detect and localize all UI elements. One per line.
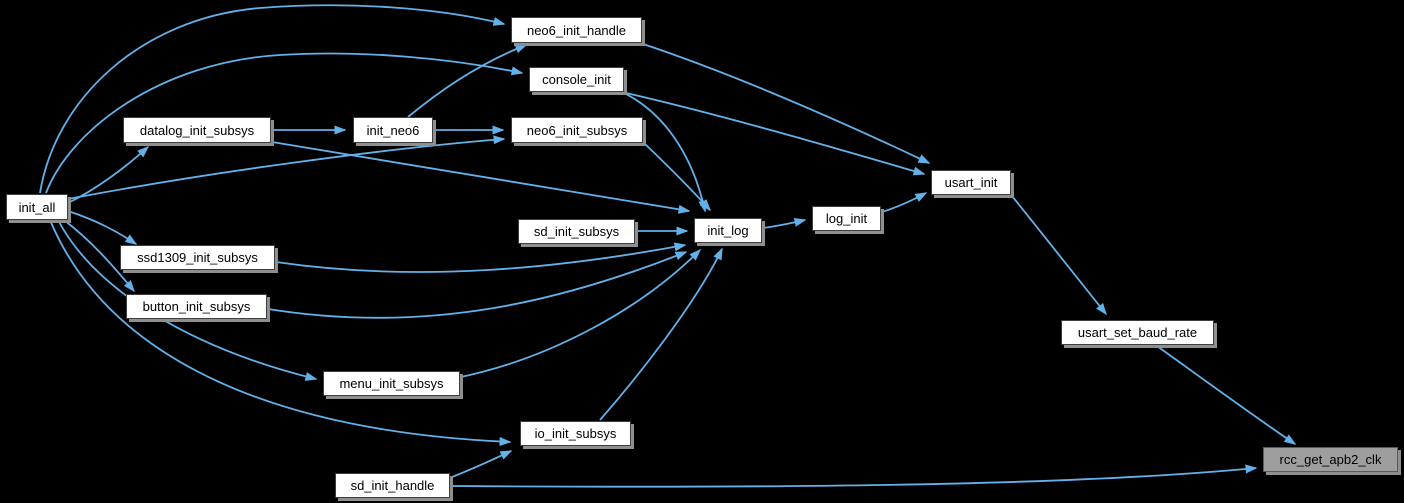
node-neo6_init_handle[interactable]: neo6_init_handle (511, 17, 642, 43)
edge-init_all-to-neo6_init_subsys (67, 135, 506, 200)
edge-menu_init_subsys-to-init_log (460, 248, 702, 378)
edge-usart_set_baud_rate-to-rcc_get_apb2_clk (1156, 345, 1297, 445)
edge-datalog_init_subsys-to-init_log (271, 141, 691, 214)
node-log_init[interactable]: log_init (812, 206, 881, 231)
node-button_init_subsys[interactable]: button_init_subsys (126, 294, 267, 319)
node-ssd1309_init_subsys[interactable]: ssd1309_init_subsys (120, 245, 275, 270)
edge-console_init-to-usart_init (625, 92, 926, 176)
node-datalog_init_subsys[interactable]: datalog_init_subsys (123, 117, 271, 143)
edge-init_log-to-log_init (762, 217, 807, 229)
edge-io_init_subsys-to-init_log (599, 247, 723, 421)
node-io_init_subsys[interactable]: io_init_subsys (520, 421, 631, 446)
edge-log_init-to-usart_init (881, 192, 928, 213)
edge-init_all-to-console_init (45, 52, 524, 194)
node-init_neo6[interactable]: init_neo6 (353, 117, 433, 143)
edge-sd_init_handle-to-rcc_get_apb2_clk (451, 464, 1258, 488)
edge-console_init-to-init_log (623, 92, 708, 213)
edge-usart_init-to-usart_set_baud_rate (1011, 195, 1107, 316)
edge-init_all-to-neo6_init_handle (39, 4, 506, 194)
node-neo6_init_subsys[interactable]: neo6_init_subsys (511, 117, 643, 143)
edge-init_all-to-io_init_subsys (49, 219, 512, 447)
edge-ssd1309_init_subsys-to-init_log (275, 242, 687, 273)
edge-init_neo6-to-neo6_init_handle (407, 44, 528, 118)
node-rcc_get_apb2_clk[interactable]: rcc_get_apb2_clk (1263, 447, 1398, 472)
node-sd_init_subsys[interactable]: sd_init_subsys (518, 219, 635, 244)
node-init_log[interactable]: init_log (694, 218, 762, 243)
edge-button_init_subsys-to-init_log (267, 251, 688, 319)
edge-sd_init_handle-to-io_init_subsys (451, 450, 513, 478)
node-usart_set_baud_rate[interactable]: usart_set_baud_rate (1061, 320, 1214, 345)
edge-init_all-to-datalog_init_subsys (67, 145, 150, 204)
node-console_init[interactable]: console_init (529, 67, 624, 92)
edge-group (39, 4, 1297, 488)
edge-neo6_init_handle-to-usart_init (642, 43, 931, 164)
edge-init_all-to-ssd1309_init_subsys (67, 210, 138, 245)
node-init_all[interactable]: init_all (6, 194, 68, 220)
node-usart_init[interactable]: usart_init (931, 170, 1011, 195)
edge-init_all-to-button_init_subsys (63, 219, 135, 293)
node-menu_init_subsys[interactable]: menu_init_subsys (323, 371, 460, 396)
edge-neo6_init_subsys-to-init_log (644, 143, 712, 212)
node-sd_init_handle[interactable]: sd_init_handle (335, 473, 450, 498)
